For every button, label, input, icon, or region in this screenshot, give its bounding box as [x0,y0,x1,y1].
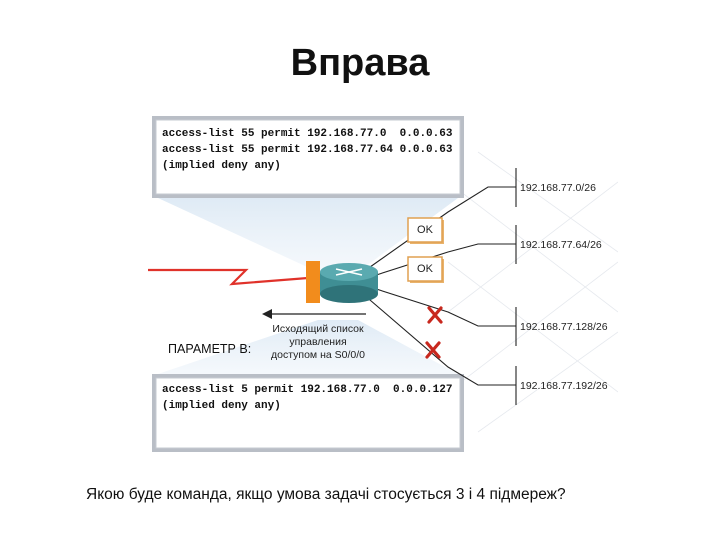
parameter-label: ПАРАМЕТР B: [168,342,252,356]
outbound-arrow [262,309,366,319]
top-acl-line-3: (implied deny any) [162,160,281,172]
bottom-beam [158,320,458,374]
question-text: Якою буде команда, якщо умова задачі сто… [86,486,566,503]
router-icon [320,263,378,303]
subnet-label-1: 192.168.77.0/26 [520,182,596,194]
top-beam [158,198,458,272]
ok-label-1: OK [417,224,433,236]
slide-title: Вправа [290,42,430,84]
bottom-acl-box [155,377,461,449]
bottom-acl-line-2: (implied deny any) [162,400,281,412]
ok-label-2: OK [417,263,433,275]
deny-x-2 [425,341,441,359]
diagram-graphics [148,116,618,452]
subnet-label-4: 192.168.77.192/26 [520,380,608,392]
subnet-label-3: 192.168.77.128/26 [520,321,608,333]
ok-box-2 [407,256,443,282]
acl-note: Исходящий список управления доступом на … [248,323,388,362]
top-acl-box [155,119,461,195]
acl-network-diagram: access-list 55 permit 192.168.77.0 0.0.0… [148,112,618,452]
acl-note-line-2: управления [289,336,347,348]
top-acl-line-2: access-list 55 permit 192.168.77.64 0.0.… [162,144,453,156]
serial-link [148,268,309,286]
bottom-acl-line-1: access-list 5 permit 192.168.77.0 0.0.0.… [162,384,453,396]
acl-note-line-1: Исходящий список [272,323,364,335]
s0-0-0-interface [306,261,320,303]
background-grid [447,151,618,433]
ok-box-1 [407,217,443,243]
deny-x-1 [427,306,443,324]
subnet-label-2: 192.168.77.64/26 [520,239,602,251]
top-acl-line-1: access-list 55 permit 192.168.77.0 0.0.0… [162,128,453,140]
acl-note-line-3: доступом на S0/0/0 [271,349,365,361]
